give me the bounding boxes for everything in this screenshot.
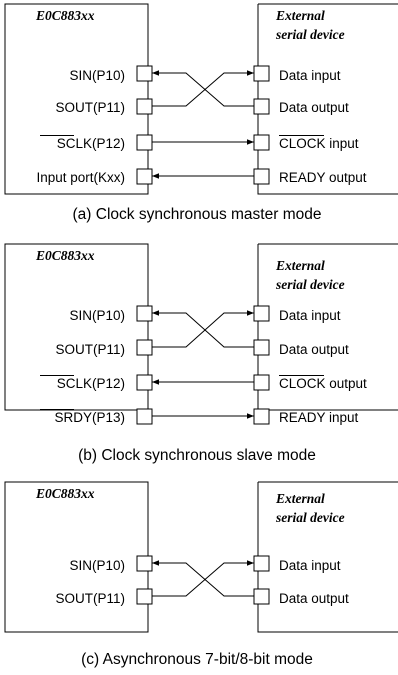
panel-async-mode: E0C883xx External serial device SIN(P10)… xyxy=(4,481,398,668)
pin-label-sin: SIN(P10) xyxy=(69,308,125,323)
external-device-title-line1: External xyxy=(275,8,325,23)
caption-async-mode: (c) Asynchronous 7-bit/8-bit mode xyxy=(81,651,313,668)
pin-label-sclk: SCLK(P12) xyxy=(57,136,125,151)
pin-box-input-port xyxy=(136,168,153,185)
ext-label-clock-output: CLOCK output xyxy=(279,376,367,391)
mcu-title: E0C883xx xyxy=(35,486,95,501)
ext-label-clock-input: CLOCK input xyxy=(279,136,359,151)
pin-box-sin xyxy=(136,305,153,322)
mcu-frame xyxy=(4,481,149,633)
pin-label-sout: SOUT(P11) xyxy=(55,342,125,357)
pin-label-sclk: SCLK(P12) xyxy=(57,376,125,391)
wire-sout-to-data-input xyxy=(152,70,254,107)
pin-box-sin xyxy=(136,555,153,572)
external-device-frame xyxy=(257,481,398,633)
ext-label-data-output: Data output xyxy=(279,100,349,115)
ext-label-data-input: Data input xyxy=(279,308,341,323)
pin-box-data-output xyxy=(253,588,270,605)
ext-label-data-output: Data output xyxy=(279,342,349,357)
wire-sout-to-data-input xyxy=(152,310,254,348)
caption-slave-mode: (b) Clock synchronous slave mode xyxy=(78,447,316,464)
pin-box-sin xyxy=(136,65,153,82)
pin-box-ready-input xyxy=(253,408,270,425)
external-device-title-line2: serial device xyxy=(275,510,345,525)
pin-box-sclk xyxy=(136,374,153,391)
mcu-title: E0C883xx xyxy=(35,8,95,23)
pin-label-sout: SOUT(P11) xyxy=(55,591,125,606)
pin-label-sin: SIN(P10) xyxy=(69,558,125,573)
pin-box-sout xyxy=(136,339,153,356)
mcu-title: E0C883xx xyxy=(35,248,95,263)
external-device-title-line1: External xyxy=(275,258,325,273)
pin-label-sin: SIN(P10) xyxy=(69,68,125,83)
wire-sout-to-data-input xyxy=(152,560,254,597)
external-device-title-line2: serial device xyxy=(275,27,345,42)
wire-data-output-to-sin xyxy=(152,70,254,107)
pin-box-ready-output xyxy=(253,168,270,185)
pin-box-data-input xyxy=(253,305,270,322)
pin-box-data-output xyxy=(253,339,270,356)
wire-data-output-to-sin xyxy=(152,560,254,597)
ext-label-data-input: Data input xyxy=(279,68,341,83)
wire-data-output-to-sin xyxy=(152,310,254,348)
pin-box-data-output xyxy=(253,98,270,115)
pin-box-data-input xyxy=(253,65,270,82)
ext-label-data-output: Data output xyxy=(279,591,349,606)
pin-box-clock-input xyxy=(253,134,270,151)
pin-box-sout xyxy=(136,588,153,605)
pin-box-sclk xyxy=(136,134,153,151)
pin-box-srdy xyxy=(136,408,153,425)
pin-label-input-port: Input port(Kxx) xyxy=(36,170,125,185)
pin-label-sout: SOUT(P11) xyxy=(55,100,125,115)
caption-master-mode: (a) Clock synchronous master mode xyxy=(73,206,322,223)
external-device-title-line1: External xyxy=(275,491,325,506)
ext-label-ready-output: READY output xyxy=(279,170,367,185)
mcu-frame xyxy=(4,3,149,195)
panel-clock-sync-slave: E0C883xx External serial device SIN(P10)… xyxy=(4,243,398,464)
pin-box-data-input xyxy=(253,555,270,572)
pin-box-sout xyxy=(136,98,153,115)
external-device-title-line2: serial device xyxy=(275,277,345,292)
panel-clock-sync-master: E0C883xx External serial device SIN(P10)… xyxy=(4,3,398,223)
pin-box-clock-output xyxy=(253,374,270,391)
pin-label-srdy: SRDY(P13) xyxy=(54,410,125,425)
ext-label-data-input: Data input xyxy=(279,558,341,573)
ext-label-ready-input: READY input xyxy=(279,410,359,425)
